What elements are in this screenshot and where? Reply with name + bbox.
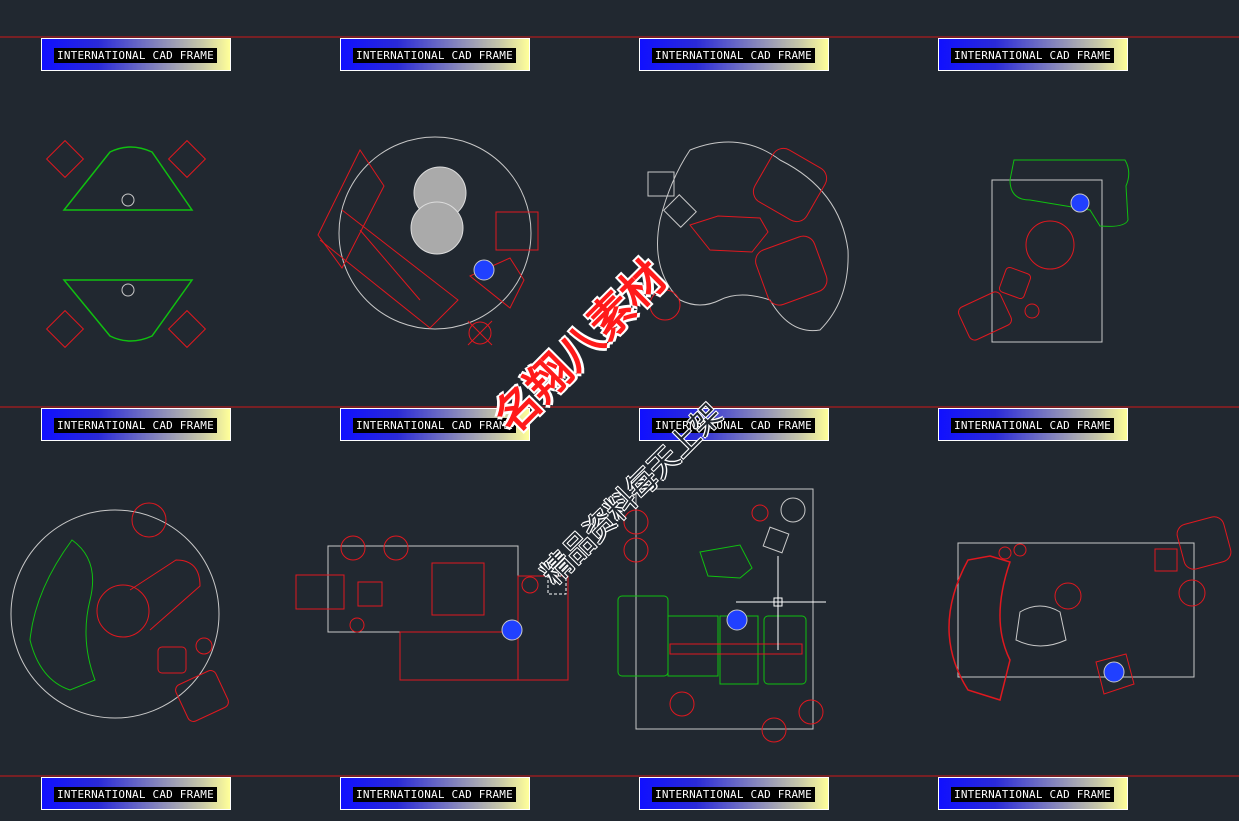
frame-label: INTERNATIONAL CAD FRAME [639, 777, 829, 810]
frame-label: INTERNATIONAL CAD FRAME [938, 777, 1128, 810]
frame-label-text: INTERNATIONAL CAD FRAME [951, 48, 1114, 63]
frame-label-text: INTERNATIONAL CAD FRAME [54, 48, 217, 63]
frame-label-text: INTERNATIONAL CAD FRAME [951, 418, 1114, 433]
frame-label-text: INTERNATIONAL CAD FRAME [54, 418, 217, 433]
furniture-block-1 [45, 139, 207, 349]
furniture-block-7 [617, 488, 826, 743]
frame-label: INTERNATIONAL CAD FRAME [41, 408, 231, 441]
frame-label-text: INTERNATIONAL CAD FRAME [652, 787, 815, 802]
furniture-block-2 [317, 136, 539, 346]
frame-label: INTERNATIONAL CAD FRAME [340, 38, 530, 71]
frame-label: INTERNATIONAL CAD FRAME [340, 777, 530, 810]
frame-lines [0, 36, 1239, 777]
furniture-block-3 [647, 141, 849, 332]
frame-label: INTERNATIONAL CAD FRAME [938, 408, 1128, 441]
frame-label: INTERNATIONAL CAD FRAME [639, 38, 829, 71]
frame-label-text: INTERNATIONAL CAD FRAME [353, 48, 516, 63]
frame-label-text: INTERNATIONAL CAD FRAME [652, 48, 815, 63]
frame-label: INTERNATIONAL CAD FRAME [41, 777, 231, 810]
frame-label: INTERNATIONAL CAD FRAME [340, 408, 530, 441]
frame-label: INTERNATIONAL CAD FRAME [639, 408, 829, 441]
frame-label-text: INTERNATIONAL CAD FRAME [353, 787, 516, 802]
furniture-block-6 [295, 535, 569, 681]
frame-label-text: INTERNATIONAL CAD FRAME [353, 418, 516, 433]
frame-label-text: INTERNATIONAL CAD FRAME [951, 787, 1114, 802]
frame-label-text: INTERNATIONAL CAD FRAME [652, 418, 815, 433]
furniture-block-5 [10, 502, 229, 722]
frame-label-text: INTERNATIONAL CAD FRAME [54, 787, 217, 802]
frame-label: INTERNATIONAL CAD FRAME [41, 38, 231, 71]
furniture-block-8 [948, 516, 1232, 701]
frame-label: INTERNATIONAL CAD FRAME [938, 38, 1128, 71]
furniture-block-4 [958, 159, 1130, 343]
